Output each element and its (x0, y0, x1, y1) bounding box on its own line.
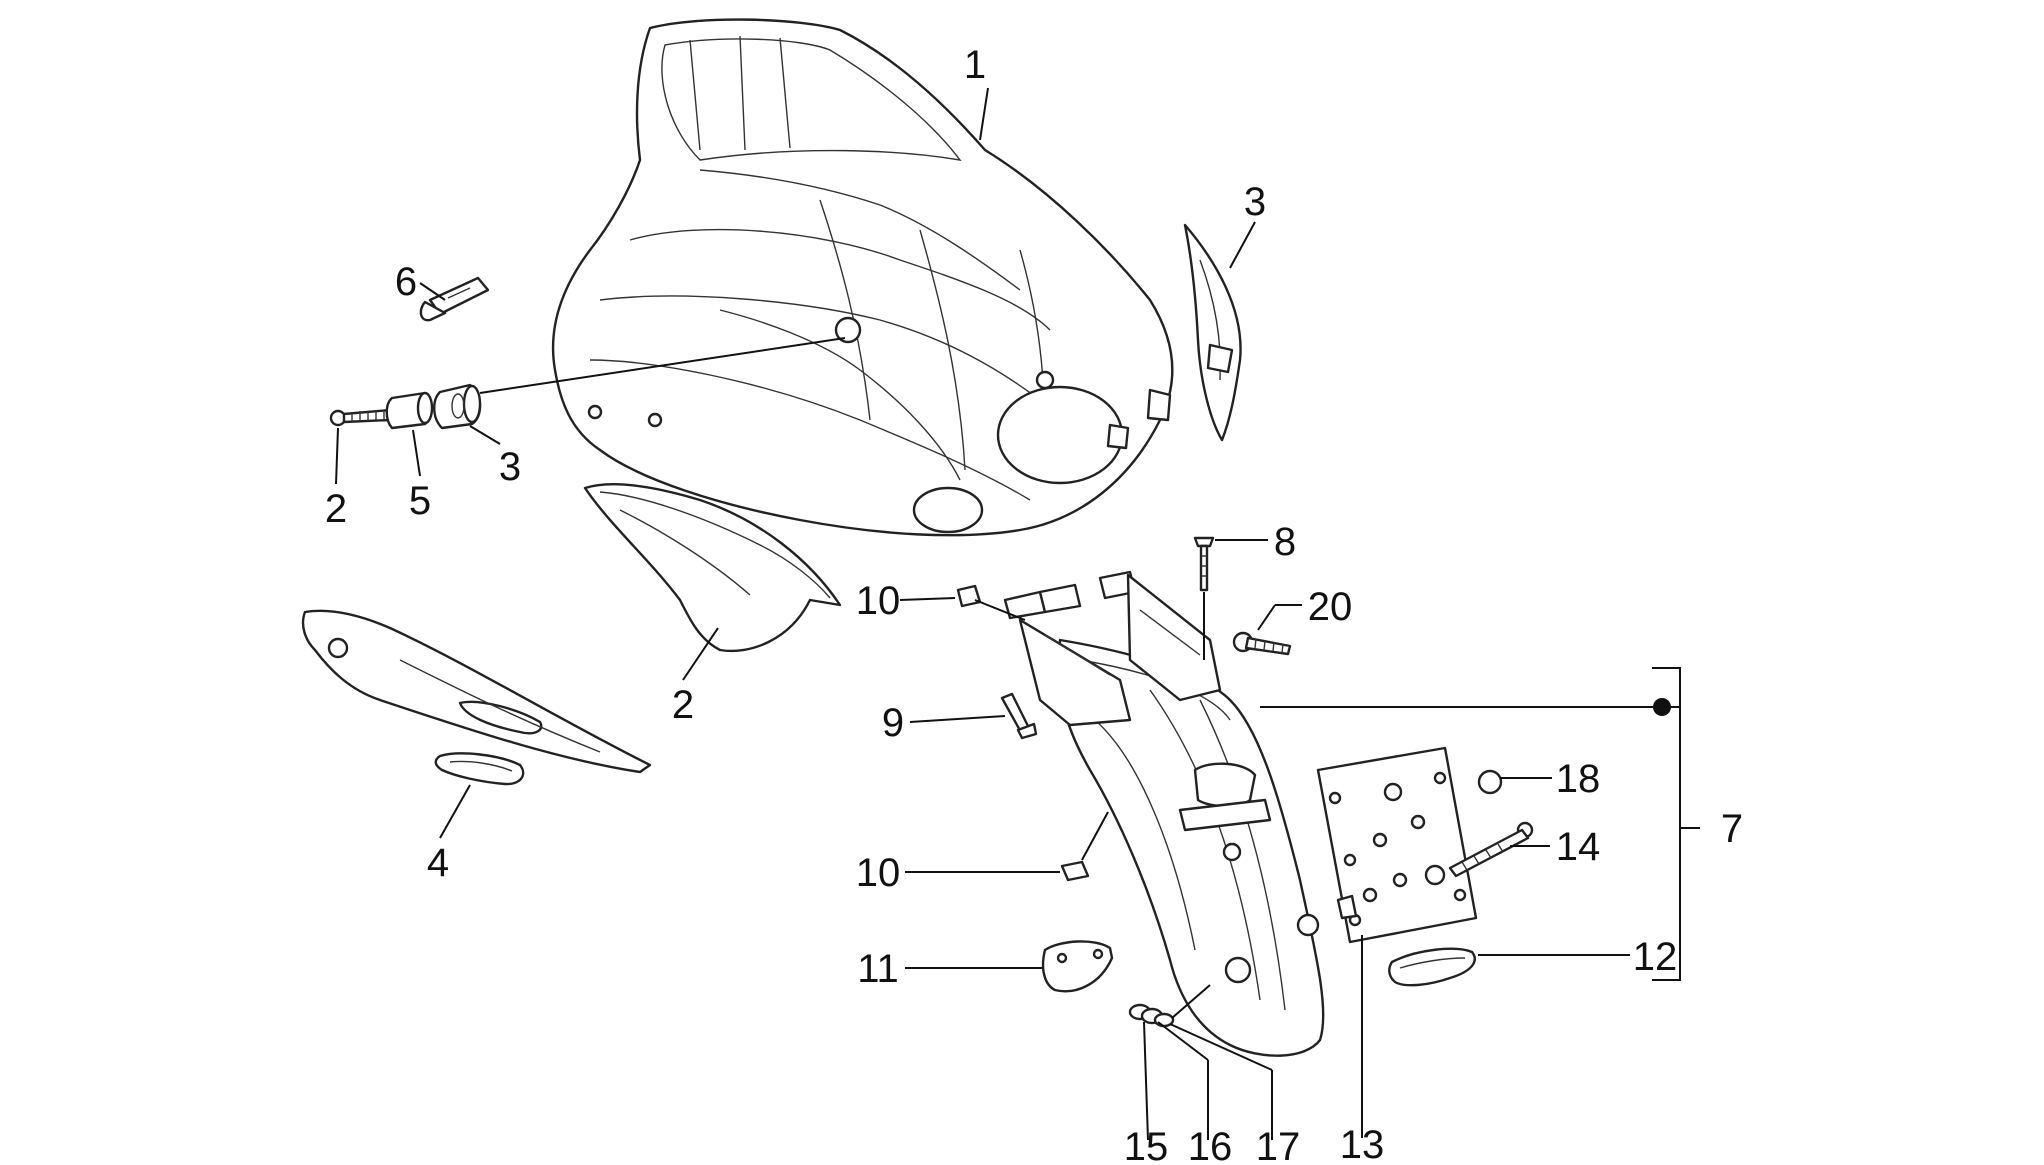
callout-2-left: 2 (325, 487, 347, 531)
callout-14: 14 (1556, 825, 1601, 869)
callout-2-middle: 2 (672, 683, 694, 727)
callout-16: 16 (1188, 1125, 1233, 1165)
part-spacer-5 (385, 391, 434, 430)
callout-6: 6 (395, 260, 417, 304)
callout-10-top: 10 (856, 579, 901, 623)
part-screw-2 (329, 408, 392, 427)
part-plate-bracket-13 (1316, 746, 1478, 944)
part-screw-20 (1232, 631, 1292, 656)
part-clip-6 (419, 276, 490, 322)
part-side-trim-right (1183, 223, 1242, 442)
callout-5: 5 (409, 479, 431, 523)
part-long-strip (301, 609, 652, 774)
callout-7: 7 (1721, 807, 1743, 851)
part-lens-4 (434, 752, 525, 786)
part-screw-8 (1193, 536, 1215, 592)
leader-lines (335, 87, 1700, 1141)
callout-17: 17 (1256, 1125, 1301, 1165)
callout-4: 4 (427, 841, 449, 885)
part-light-lens-12 (1388, 947, 1476, 987)
callout-labels: 1 3 6 2 5 3 8 10 20 2 9 18 7 4 14 10 11 … (325, 43, 1743, 1165)
part-rear-fender (1003, 570, 1325, 1057)
part-bracket-11 (1041, 940, 1114, 993)
callout-3-right: 3 (1244, 180, 1266, 224)
part-grommet-3 (433, 383, 482, 430)
callout-11: 11 (857, 947, 899, 991)
callout-12: 12 (1633, 935, 1678, 979)
part-clip-nut-10-lower (1060, 811, 1109, 882)
part-bolt-14 (1448, 821, 1534, 878)
part-clip-nut-10-top (956, 584, 1026, 621)
callout-15: 15 (1124, 1125, 1169, 1165)
callout-18: 18 (1556, 757, 1601, 801)
part-front-shield (551, 18, 1174, 537)
callout-9: 9 (882, 701, 904, 745)
callout-3-left: 3 (499, 445, 521, 489)
part-cap-18 (1477, 769, 1503, 795)
callout-1: 1 (964, 43, 986, 87)
part-lower-cover-2 (583, 483, 842, 653)
callout-8: 8 (1274, 520, 1296, 564)
callout-13: 13 (1340, 1123, 1385, 1165)
callout-10-lower: 10 (856, 851, 901, 895)
part-screw-9 (1000, 692, 1038, 740)
part-washers-15-16-17 (1128, 1003, 1175, 1028)
callout-20: 20 (1308, 585, 1353, 629)
